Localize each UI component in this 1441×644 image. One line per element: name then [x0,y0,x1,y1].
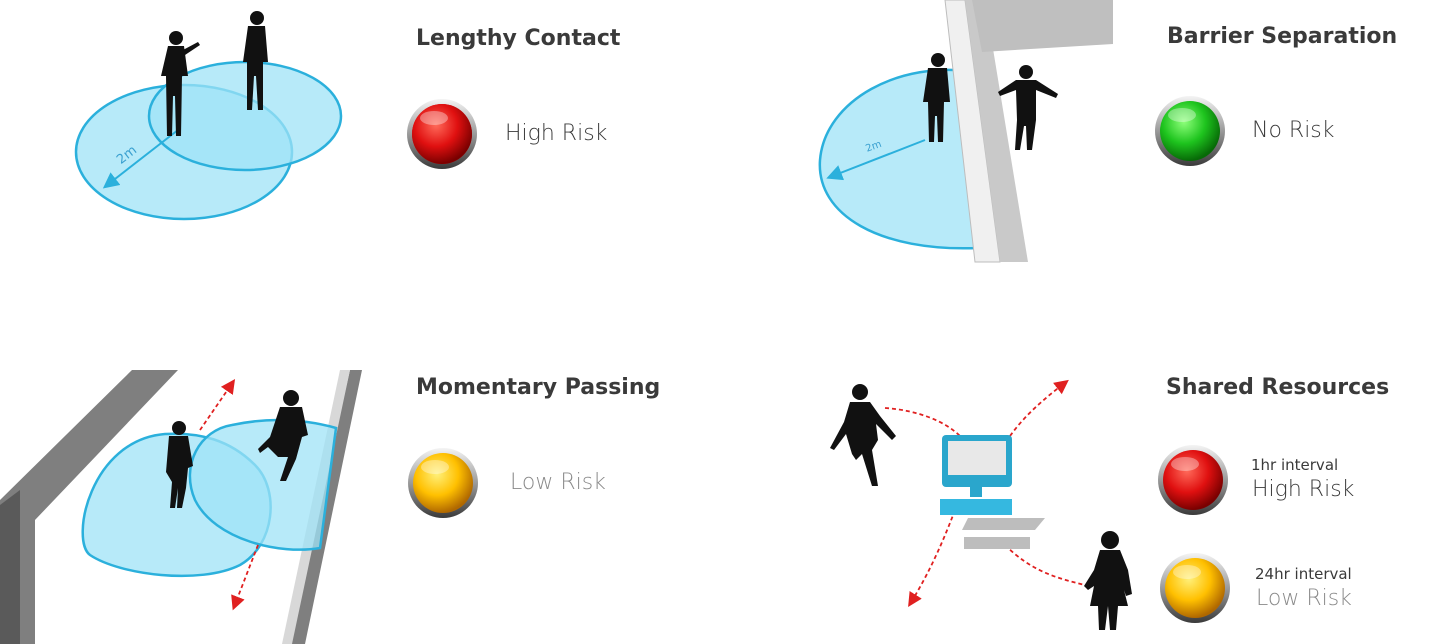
distance-zone [818,68,980,250]
risk-indicator-barrier-separation [1155,96,1225,166]
desk-shadow [962,518,1045,530]
interval-label-1hr: 1hr interval [1251,456,1339,474]
radius-arrow [826,139,926,181]
risk-label-lengthy-contact: High Risk [505,121,608,146]
desk-shadow [964,537,1030,549]
interval-label-24hr: 24hr interval [1255,565,1352,583]
panel-title-lengthy-contact: Lengthy Contact [416,26,621,51]
radius-arrow [102,129,179,189]
shared-resources-illustration [830,379,1132,630]
person-silhouette [166,421,193,508]
path-arrow [1009,379,1069,437]
keyboard [940,499,1012,515]
momentary-passing-illustration [0,370,362,644]
panel-title-shared-resources: Shared Resources [1166,375,1390,400]
corridor-wall-left-face [0,490,20,644]
person-silhouette [1084,531,1132,630]
motion-arrow [199,379,236,431]
risk-indicator-shared-24hr [1160,553,1230,623]
barrier-top [972,0,1113,52]
path-arrow [1004,544,1086,586]
barrier-separation-illustration: 2m [818,0,1113,263]
risk-label-shared-24hr: Low Risk [1256,586,1352,611]
risk-indicator-momentary-passing [408,448,478,518]
path-arrow [884,407,963,439]
risk-indicator-shared-1hr [1158,445,1228,515]
path-arrow [908,509,956,608]
lengthy-contact-illustration: 2m [74,11,343,221]
risk-label-momentary-passing: Low Risk [510,470,606,495]
barrier-wall-side [965,0,1028,262]
panel-title-momentary-passing: Momentary Passing [416,375,661,400]
person-silhouette [258,390,308,481]
monitor-screen [948,441,1006,475]
risk-label-barrier-separation: No Risk [1252,118,1335,143]
risk-label-shared-1hr: High Risk [1252,477,1355,502]
person-silhouette [243,11,268,110]
person-silhouette [923,53,950,142]
risk-indicator-lengthy-contact [407,99,477,169]
monitor-stand [970,487,982,497]
person-silhouette [161,31,200,136]
person-silhouette [998,65,1058,150]
distance-label: 2m [864,139,883,155]
person-silhouette [830,384,896,486]
panel-title-barrier-separation: Barrier Separation [1167,24,1398,49]
